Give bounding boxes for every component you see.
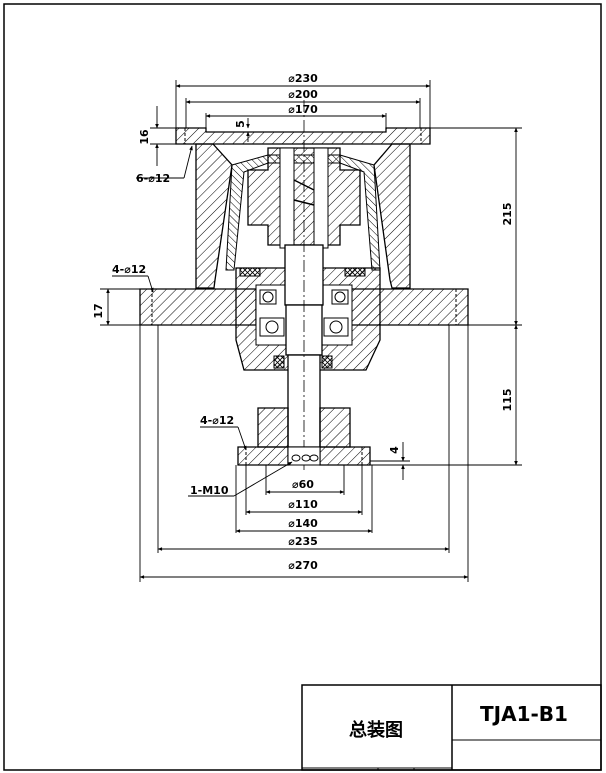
dim-d235: ⌀235: [288, 535, 318, 548]
housing: [195, 143, 411, 289]
dim-d270: ⌀270: [288, 559, 318, 572]
dim-h4: 4: [388, 446, 401, 454]
dim-d200: ⌀200: [288, 88, 318, 101]
dim-d140: ⌀140: [288, 517, 318, 530]
dimension-labels: ⌀230 ⌀200 ⌀170 16 5 215 17 115 4 ⌀60 ⌀11…: [92, 72, 514, 572]
callout-top-holes: 6-⌀12: [136, 172, 170, 185]
dim-h115: 115: [501, 389, 514, 412]
dim-h17: 17: [92, 303, 105, 318]
dim-d110: ⌀110: [288, 498, 318, 511]
title-block: [301, 684, 602, 771]
dim-d60: ⌀60: [292, 478, 314, 491]
dim-h16: 16: [138, 129, 151, 145]
callout-base-holes: 4-⌀12: [200, 414, 234, 427]
shaft: [284, 100, 324, 470]
callout-thread: 1-M10: [190, 484, 229, 497]
dim-h5: 5: [234, 120, 247, 128]
top-flange: [175, 127, 431, 145]
dimension-lines: [100, 80, 522, 582]
dim-d170: ⌀170: [288, 103, 318, 116]
drawing-code: TJA1-B1: [480, 702, 568, 726]
dim-d230: ⌀230: [288, 72, 318, 85]
drawing-name: 总装图: [349, 719, 403, 741]
dim-h215: 215: [501, 203, 514, 226]
callout-mid-holes: 4-⌀12: [112, 263, 146, 276]
